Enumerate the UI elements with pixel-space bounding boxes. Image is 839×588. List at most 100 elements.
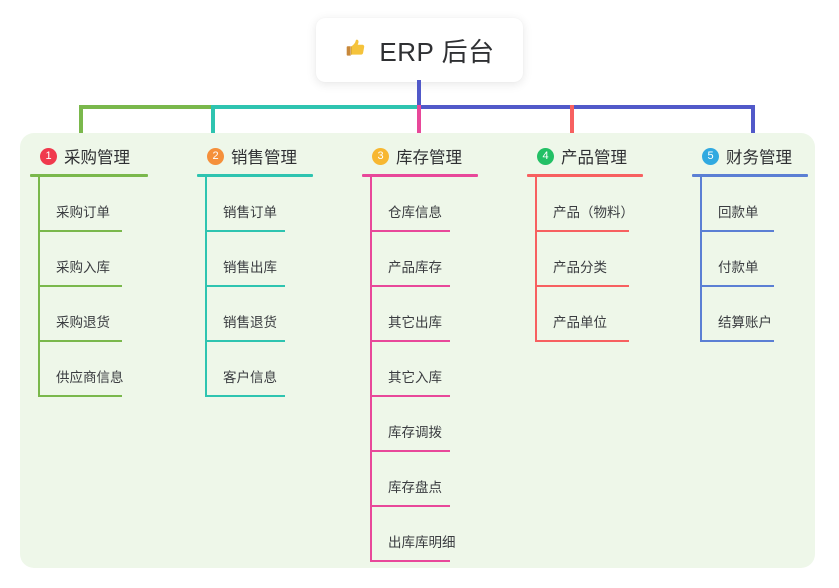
column-header-4[interactable]: 4 产品管理 — [527, 144, 643, 168]
column-rule-1 — [30, 174, 148, 177]
list-item[interactable]: 采购入库 — [30, 232, 148, 287]
list-item-rule — [370, 340, 450, 342]
list-item-label: 供应商信息 — [56, 370, 124, 385]
column-items-5: 回款单付款单结算账户 — [692, 177, 808, 342]
thumbs-up-icon — [344, 36, 368, 65]
list-item-rule — [205, 395, 285, 397]
list-item-rule — [38, 340, 122, 342]
list-item[interactable]: 产品分类 — [527, 232, 643, 287]
column-spine-3 — [370, 177, 372, 562]
list-item-label: 回款单 — [718, 205, 759, 220]
list-item[interactable]: 其它入库 — [362, 342, 478, 397]
column-title-3: 库存管理 — [396, 149, 462, 167]
bus-line-segment-blue — [417, 105, 755, 109]
column-spine-4 — [535, 177, 537, 342]
root-node-card[interactable]: ERP 后台 — [316, 18, 523, 82]
column-5[interactable]: 5 财务管理回款单付款单结算账户 — [692, 144, 808, 342]
list-item-label: 产品库存 — [388, 260, 442, 275]
list-item[interactable]: 回款单 — [692, 177, 808, 232]
column-title-1: 采购管理 — [64, 149, 130, 167]
list-item-label: 产品（物料） — [553, 205, 634, 220]
diagram-panel — [20, 133, 815, 568]
column-badge-4: 4 — [537, 147, 554, 165]
list-item-rule — [700, 340, 774, 342]
list-item[interactable]: 销售订单 — [197, 177, 313, 232]
list-item-rule — [370, 450, 450, 452]
column-rule-2 — [197, 174, 313, 177]
list-item-rule — [205, 285, 285, 287]
bus-line-segment-green — [79, 105, 214, 109]
list-item-label: 销售订单 — [223, 205, 277, 220]
root-node-content: ERP 后台 — [344, 32, 494, 69]
list-item-label: 产品单位 — [553, 315, 607, 330]
list-item[interactable]: 结算账户 — [692, 287, 808, 342]
list-item[interactable]: 采购退货 — [30, 287, 148, 342]
list-item-label: 产品分类 — [553, 260, 607, 275]
list-item[interactable]: 销售出库 — [197, 232, 313, 287]
list-item[interactable]: 销售退货 — [197, 287, 313, 342]
list-item[interactable]: 产品库存 — [362, 232, 478, 287]
column-rule-3 — [362, 174, 478, 177]
column-badge-5: 5 — [702, 147, 719, 165]
drop-line-col-2 — [211, 105, 215, 150]
column-header-3[interactable]: 3 库存管理 — [362, 144, 478, 168]
list-item-rule — [370, 560, 450, 562]
list-item-rule — [38, 230, 122, 232]
column-items-1: 采购订单采购入库采购退货供应商信息 — [30, 177, 148, 397]
list-item[interactable]: 产品（物料） — [527, 177, 643, 232]
list-item-rule — [370, 285, 450, 287]
list-item[interactable]: 库存调拨 — [362, 397, 478, 452]
list-item-label: 销售退货 — [223, 315, 277, 330]
drop-line-col-1 — [79, 105, 83, 150]
list-item-rule — [205, 340, 285, 342]
column-spine-5 — [700, 177, 702, 342]
list-item[interactable]: 采购订单 — [30, 177, 148, 232]
list-item-label: 出库库明细 — [388, 535, 456, 550]
list-item-rule — [38, 395, 122, 397]
list-item[interactable]: 付款单 — [692, 232, 808, 287]
list-item-rule — [205, 230, 285, 232]
list-item-label: 其它入库 — [388, 370, 442, 385]
column-title-4: 产品管理 — [561, 149, 627, 167]
list-item[interactable]: 库存盘点 — [362, 452, 478, 507]
column-rule-4 — [527, 174, 643, 177]
list-item-label: 采购退货 — [56, 315, 110, 330]
list-item-rule — [38, 285, 122, 287]
list-item-label: 库存盘点 — [388, 480, 442, 495]
column-title-5: 财务管理 — [726, 149, 792, 167]
column-spine-1 — [38, 177, 40, 397]
trunk-line-vertical — [417, 80, 421, 108]
list-item[interactable]: 产品单位 — [527, 287, 643, 342]
column-3[interactable]: 3 库存管理仓库信息产品库存其它出库其它入库库存调拨库存盘点出库库明细 — [362, 144, 478, 562]
list-item[interactable]: 其它出库 — [362, 287, 478, 342]
list-item[interactable]: 出库库明细 — [362, 507, 478, 562]
list-item-label: 仓库信息 — [388, 205, 442, 220]
column-rule-5 — [692, 174, 808, 177]
drop-line-col-5 — [751, 105, 755, 150]
list-item-rule — [370, 230, 450, 232]
list-item[interactable]: 客户信息 — [197, 342, 313, 397]
list-item-label: 付款单 — [718, 260, 759, 275]
column-header-5[interactable]: 5 财务管理 — [692, 144, 808, 168]
list-item-label: 库存调拨 — [388, 425, 442, 440]
list-item-rule — [700, 285, 774, 287]
list-item[interactable]: 仓库信息 — [362, 177, 478, 232]
list-item-label: 其它出库 — [388, 315, 442, 330]
root-node-title: ERP 后台 — [379, 36, 495, 67]
column-spine-2 — [205, 177, 207, 397]
list-item[interactable]: 供应商信息 — [30, 342, 148, 397]
list-item-rule — [700, 230, 774, 232]
column-badge-3: 3 — [372, 147, 389, 165]
list-item-label: 采购入库 — [56, 260, 110, 275]
column-items-2: 销售订单销售出库销售退货客户信息 — [197, 177, 313, 397]
column-items-4: 产品（物料） 产品分类产品单位 — [527, 177, 643, 342]
list-item-label: 采购订单 — [56, 205, 110, 220]
column-4[interactable]: 4 产品管理产品（物料） 产品分类产品单位 — [527, 144, 643, 342]
list-item-label: 销售出库 — [223, 260, 277, 275]
list-item-label: 客户信息 — [223, 370, 277, 385]
